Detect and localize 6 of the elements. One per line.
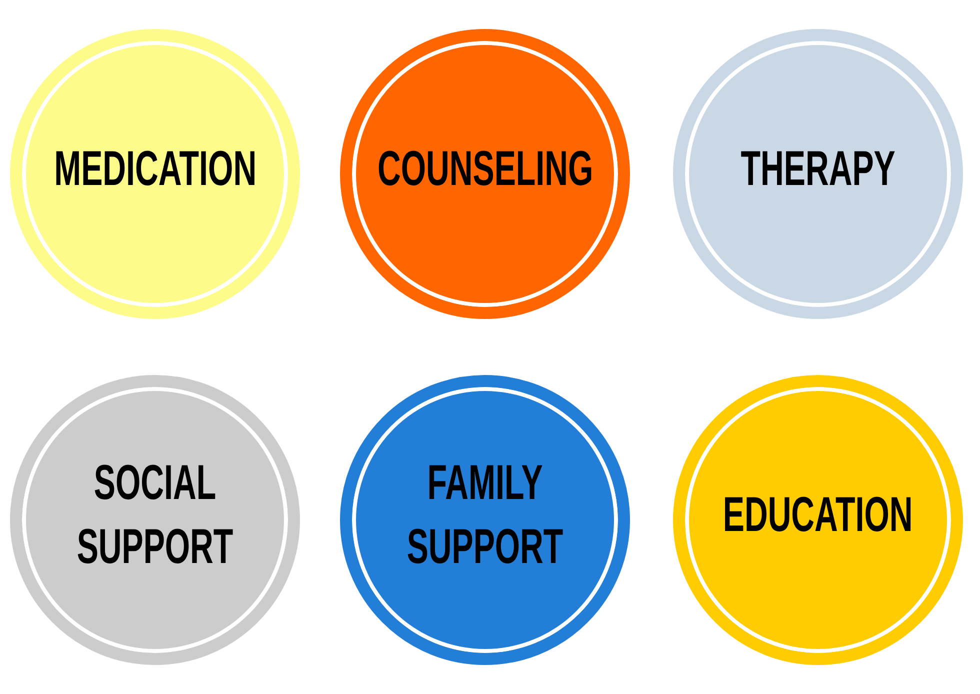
node-label: THERAPY xyxy=(740,141,896,198)
node-label: FAMILY SUPPORT xyxy=(406,455,564,576)
node-label: MEDICATION xyxy=(54,141,256,198)
node-label: COUNSELING xyxy=(377,141,593,198)
node-label: EDUCATION xyxy=(723,487,913,544)
node-label: SOCIAL SUPPORT xyxy=(76,455,234,576)
